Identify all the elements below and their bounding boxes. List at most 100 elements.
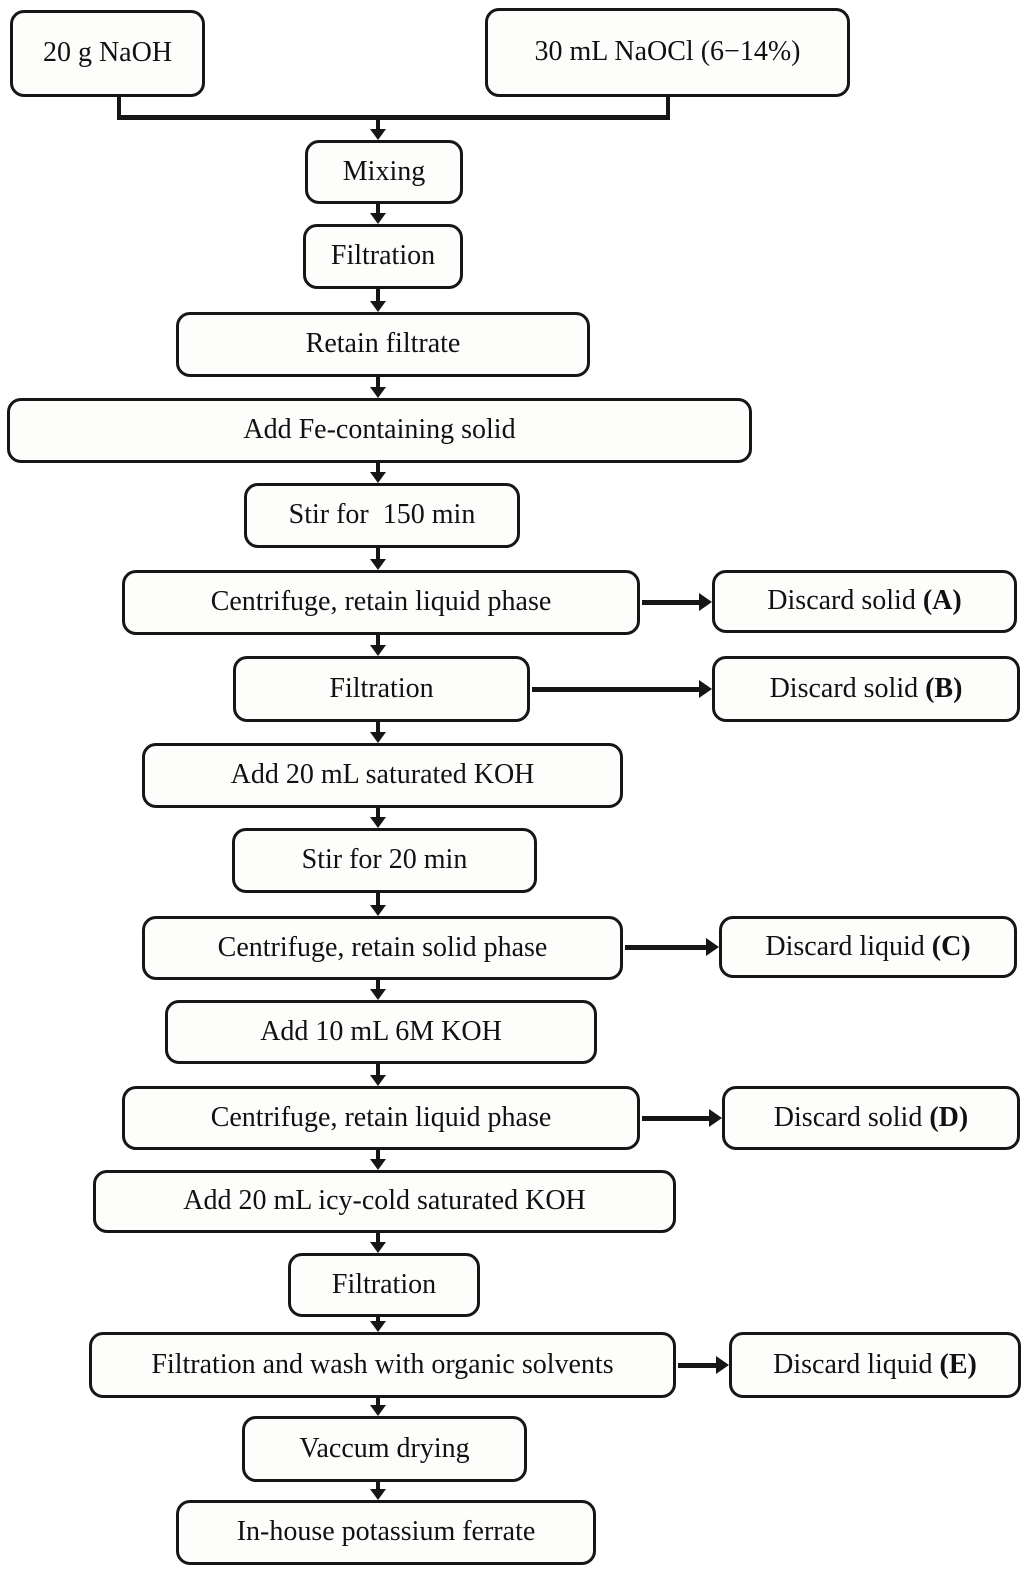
arrow-stem [625,944,708,950]
arrow-stem [376,722,380,733]
arrow-stir20-centrifuge2 [370,893,386,916]
arrowhead-right-icon [716,1356,729,1374]
node-product-ferrate: In-house potassium ferrate [176,1500,596,1565]
arrow-addfe-stir150 [370,463,386,483]
node-label: Filtration [329,672,434,704]
arrow-stem [532,686,701,692]
arrowhead-down-icon [370,213,386,224]
arrowhead-down-icon [370,905,386,916]
arrowhead-down-icon [370,1075,386,1086]
arrowhead-right-icon [699,593,712,611]
node-discard-liquid-c: Discard liquid (C) [719,916,1017,978]
node-naocl-input: 30 mL NaOCl (6−14%) [485,8,850,97]
arrow-stem [376,377,380,388]
arrow-stem [376,1064,380,1076]
arrowhead-down-icon [370,645,386,656]
arrow-filtration-retain [370,289,386,312]
arrowhead-down-icon [370,472,386,483]
arrowhead-down-icon [370,129,386,140]
node-label: Discard liquid [765,930,925,962]
node-filtration-3: Filtration [288,1253,480,1317]
arrow-addicy-filtration3 [370,1233,386,1253]
arrow-stem [642,599,701,605]
arrow-to-discard-b [532,680,712,698]
node-label: Centrifuge, retain liquid phase [210,1101,552,1133]
arrow-stem [376,204,380,214]
arrowhead-down-icon [370,559,386,570]
node-stir-20-min: Stir for 20 min [232,828,537,893]
node-tag: (C) [931,930,971,962]
connector-naoh-stub [117,97,121,120]
arrowhead-right-icon [699,680,712,698]
arrowhead-down-icon [370,1489,386,1500]
arrow-stem [376,893,380,906]
node-filtration-2: Filtration [233,656,530,722]
node-label: Retain filtrate [305,328,461,360]
arrow-stem [376,980,380,990]
node-label: Vaccum drying [299,1432,470,1464]
arrowhead-down-icon [370,1242,386,1253]
node-discard-solid-d: Discard solid (D) [722,1086,1020,1150]
node-discard-solid-a: Discard solid (A) [712,570,1017,633]
node-centrifuge-liquid-1: Centrifuge, retain liquid phase [122,570,640,635]
arrowhead-down-icon [370,1321,386,1332]
node-label: 20 g NaOH [42,37,173,69]
arrow-down-to-mixing [370,117,386,140]
node-vacuum-drying: Vaccum drying [242,1416,527,1482]
node-add-icy-koh: Add 20 mL icy-cold saturated KOH [93,1170,676,1233]
arrow-stem [376,1233,380,1243]
arrowhead-down-icon [370,1159,386,1170]
arrow-stem [678,1362,718,1368]
arrowhead-down-icon [370,301,386,312]
node-discard-solid-b: Discard solid (B) [712,656,1020,722]
arrow-to-discard-e [678,1356,729,1374]
arrow-stem [376,289,380,302]
node-label: Stir for 20 min [301,844,468,876]
node-discard-liquid-e: Discard liquid (E) [729,1332,1021,1398]
arrowhead-down-icon [370,817,386,828]
node-label: Discard solid [769,672,919,704]
connector-naocl-stub [666,97,670,120]
node-stir-150-min: Stir for 150 min [244,483,520,548]
arrow-to-discard-c [625,938,719,956]
arrow-stem [376,1398,380,1406]
arrow-stem [376,463,380,473]
arrowhead-right-icon [709,1109,722,1127]
node-label: Centrifuge, retain liquid phase [210,586,552,618]
node-label: In-house potassium ferrate [236,1516,536,1548]
node-add-saturated-koh: Add 20 mL saturated KOH [142,743,623,808]
arrow-centrifuge3-addicy [370,1150,386,1170]
node-label: 30 mL NaOCl (6−14%) [534,36,801,68]
node-mixing: Mixing [305,140,463,204]
arrow-filtration3-wash [370,1317,386,1332]
arrowhead-down-icon [370,1405,386,1416]
arrow-stem [376,1482,380,1490]
node-label: Filtration and wash with organic solvent… [151,1348,614,1380]
node-label: Stir for 150 min [288,499,476,531]
arrow-stem [376,635,380,646]
arrow-stem [376,548,380,560]
node-label: Filtration [330,240,436,272]
arrow-stem [376,1317,380,1322]
node-retain-filtrate: Retain filtrate [176,312,590,377]
arrow-retain-addfe [370,377,386,398]
arrow-stem [376,808,380,818]
arrow-to-discard-d [642,1109,722,1127]
node-add-6m-koh: Add 10 mL 6M KOH [165,1000,597,1064]
arrow-stem [376,1150,380,1160]
node-label: Add Fe-containing solid [243,414,516,446]
node-label: Discard solid [767,585,916,617]
node-centrifuge-liquid-2: Centrifuge, retain liquid phase [122,1086,640,1150]
node-label: Filtration [331,1268,437,1300]
arrow-stem [642,1115,711,1121]
arrow-centrifuge1-filtration2 [370,635,386,656]
node-tag: (B) [925,672,963,704]
node-label: Add 10 mL 6M KOH [260,1015,502,1047]
arrow-to-discard-a [642,593,712,611]
node-label: Centrifuge, retain solid phase [217,931,548,963]
arrow-addsatkoh-stir20 [370,808,386,828]
node-filtration-1: Filtration [303,224,463,289]
arrowhead-right-icon [706,938,719,956]
arrow-centrifuge2-add6m [370,980,386,1000]
